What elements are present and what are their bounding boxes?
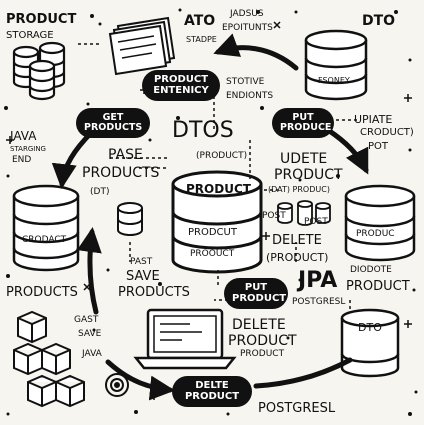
label-upiate-1: UPIATE	[354, 113, 393, 126]
label-delete-product-paren: (PRODUCT)	[266, 251, 329, 264]
target-icon	[105, 373, 129, 397]
pill-put-product: PUT PRODUCT	[224, 278, 288, 309]
pill-get-products-line1: GET	[102, 112, 124, 123]
pill-put-produce: PUT PRODUCE	[272, 108, 334, 138]
label-crodact: CRODACT	[22, 235, 67, 245]
database-dto-bottom-right	[340, 308, 400, 378]
label-java-left-1: JAVA	[10, 129, 37, 143]
pill-product-entenicy-line1: PRODUCT	[153, 74, 209, 85]
database-small-center	[117, 202, 143, 236]
label-stotive-1: STOTIVE	[226, 77, 265, 87]
label-java-left-2: STARGING	[10, 145, 46, 153]
label-post-right: POST	[304, 217, 328, 227]
label-save-products: PRODUCTS	[118, 285, 190, 300]
label-product-storage-2: STORAGE	[6, 30, 54, 41]
label-udete: UDETE	[280, 151, 328, 167]
label-post-left: POST	[262, 211, 286, 221]
label-upiate-3: POT	[368, 141, 389, 152]
label-diodote-product: PRODUCT	[346, 279, 410, 294]
database-small-pair	[277, 200, 331, 226]
label-gast: GAST	[74, 315, 99, 325]
label-proouct: PROOUCT	[190, 249, 235, 259]
label-delete: DELETE	[272, 233, 322, 248]
label-java-bottom: JAVA	[82, 349, 102, 359]
label-prodcut: PRODCUT	[188, 227, 237, 238]
label-ato: ATO	[184, 13, 216, 29]
box-stack-icon	[13, 310, 85, 408]
label-dto-top: DTO	[362, 13, 396, 29]
label-dtos: DTOS	[172, 118, 234, 143]
pill-delte-product-line1: DELTE	[195, 380, 229, 391]
database-product-center	[171, 170, 263, 274]
pill-product-entenicy: PRODUCT ENTENICY	[142, 70, 220, 101]
label-pase-products: PRODUCTS	[82, 165, 160, 181]
label-dt-paren: (DT)	[90, 187, 110, 197]
label-jadsus-2: EPOITUNTS	[222, 23, 273, 33]
pill-delte-product-line2: PRODUCT	[184, 390, 240, 402]
pill-put-product-line2: PRODUCT	[232, 292, 287, 304]
document-stack-icon	[108, 16, 176, 76]
label-product-right: PRODUC	[356, 229, 395, 239]
label-stadpe: STADPE	[186, 35, 217, 44]
label-java-left-3: END	[12, 155, 32, 165]
label-jadsus-1: JADSUS	[230, 9, 264, 19]
pill-get-products: GET PRODUCTS	[76, 108, 150, 138]
database-dto-top-right	[304, 29, 368, 101]
cycle-arrows	[51, 33, 369, 401]
label-products-left: PRODUCTS	[6, 285, 78, 300]
label-gast-save: SAVE	[78, 329, 102, 339]
pill-put-produce-line2: PRODUCE	[280, 121, 332, 133]
label-product-center: PRODUCT	[186, 182, 251, 196]
database-right	[344, 184, 416, 262]
label-delete-bottom: DELETE	[232, 317, 286, 333]
label-upiate-2: CRODUCT)	[360, 127, 414, 138]
label-udete-product: PRODUCT	[274, 167, 343, 183]
label-postgresl-mid: POSTGRESL	[292, 297, 346, 307]
label-past: PAST	[130, 257, 153, 267]
pill-product-entenicy-line2: ENTENICY	[153, 84, 209, 96]
label-jpa: JPA	[298, 268, 338, 293]
pill-put-product-line1: PUT	[244, 282, 268, 293]
label-delete-product-bottom: PRODUCT	[228, 333, 297, 349]
laptop-icon	[133, 308, 237, 370]
label-fsoney: FSONEY	[318, 76, 350, 85]
pill-delte-product: DELTE PRODUCT	[172, 376, 252, 407]
label-dat-product: (DAT) PRODUC)	[268, 185, 330, 194]
database-stack-top-left	[12, 41, 66, 101]
database-left	[12, 184, 80, 272]
label-product-paren-top: (PRODUCT)	[196, 151, 248, 161]
decorative-dots	[4, 8, 418, 416]
label-dto-bottom: DTO	[358, 321, 382, 334]
label-postgresl-bottom: POSTGRESL	[258, 401, 336, 416]
pill-put-produce-line1: PUT	[292, 112, 314, 123]
label-pase: PASE	[108, 147, 143, 163]
label-delete-product-sub: PRODUCT	[240, 349, 285, 359]
label-diodote: DIODOTE	[350, 265, 392, 275]
label-save: SAVE	[126, 269, 160, 284]
pill-get-products-line2: PRODUCTS	[84, 121, 143, 133]
label-stotive-2: ENDIONTS	[226, 91, 274, 101]
label-product-storage-1: PRODUCT	[6, 12, 77, 27]
